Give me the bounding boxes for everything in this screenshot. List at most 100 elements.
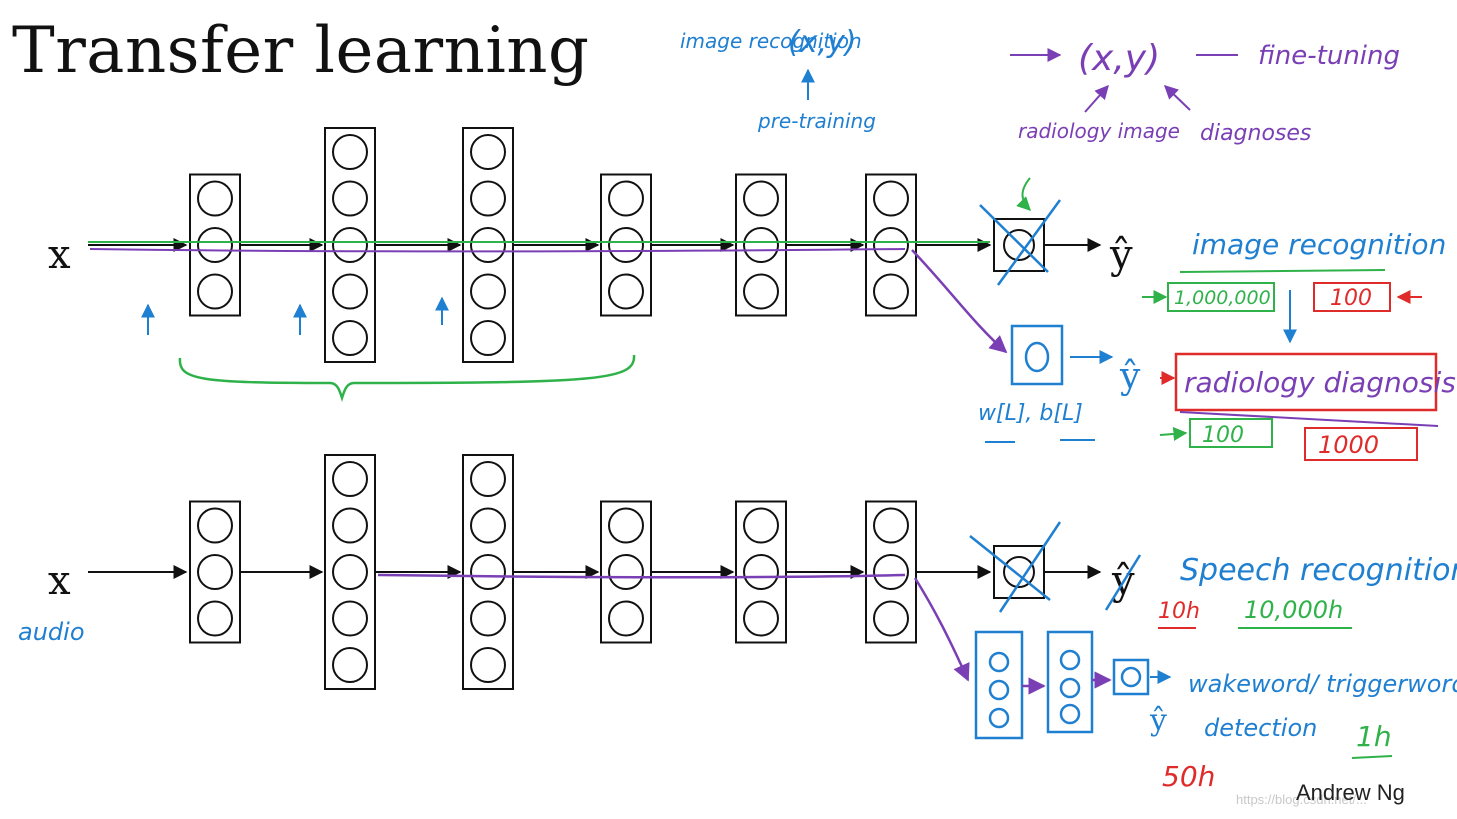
- bottom-neuron: [873, 507, 909, 544]
- top-neuron: [608, 227, 644, 263]
- bottom-layer-2: [324, 454, 376, 690]
- bottom-neuron: [332, 600, 368, 637]
- bottom-neuron: [332, 554, 368, 590]
- bottom-neuron: [332, 507, 368, 544]
- cross-out-stroke: [996, 199, 1062, 286]
- top-layer-6: [865, 173, 917, 317]
- task-a-pair: (x,y): [788, 25, 856, 60]
- image-transfer-panel: image recognition 1,000,000 100 radiolog…: [1142, 228, 1456, 461]
- top-neuron: [873, 227, 909, 263]
- purple-forward-stroke: [377, 573, 906, 579]
- new-branch-arrow: [911, 249, 1008, 354]
- new-layer-box: [974, 630, 1024, 740]
- underline-stroke: [1351, 755, 1393, 759]
- watermark-url: https://blog.csdn.net/...: [1236, 792, 1367, 807]
- target-task-box: [1174, 352, 1438, 412]
- speech-source-task: Speech recognition: [1180, 553, 1457, 588]
- bottom-layer-6: [865, 500, 917, 644]
- bottom-neuron: [743, 554, 779, 590]
- output-node-box-bottom: [993, 545, 1045, 599]
- task-b-x-note: radiology image: [1018, 119, 1180, 143]
- cross-out-stroke: [979, 204, 1049, 273]
- bottom-neuron: [197, 554, 233, 590]
- task-a-stage: pre-training: [757, 109, 876, 133]
- bottom-neuron: [470, 554, 506, 590]
- bottom-neuron: [873, 600, 909, 637]
- top-neuron: [470, 180, 506, 217]
- slide-title: Transfer learning: [12, 14, 590, 88]
- top-neuron: [743, 273, 779, 310]
- network-top: x ŷ: [48, 127, 1141, 443]
- underline-stroke: [1179, 411, 1439, 427]
- speech-target-count: 1h: [1356, 720, 1392, 753]
- task-a-name: image recognition: [680, 29, 862, 53]
- bottom-neuron: [470, 647, 506, 683]
- layer-boxes-top: [189, 127, 917, 363]
- speech-source-small: 10h: [1158, 599, 1200, 624]
- underline-stroke: [1179, 269, 1386, 273]
- cross-out-stroke: [1104, 554, 1142, 611]
- layer-boxes-bottom: [189, 454, 917, 690]
- top-neuron: [873, 180, 909, 217]
- new-output-yhat: ŷ: [1119, 356, 1141, 397]
- output-neuron-bottom: [1003, 556, 1035, 588]
- bottom-neuron: [470, 600, 506, 637]
- bottom-neuron: [197, 507, 233, 544]
- top-neuron: [470, 134, 506, 170]
- top-neuron: [470, 227, 506, 263]
- bottom-neuron: [608, 554, 644, 590]
- top-neuron: [332, 273, 368, 310]
- speech-target-count-alt: 50h: [1162, 760, 1215, 793]
- top-neuron: [197, 273, 233, 310]
- bottom-neuron: [470, 461, 506, 497]
- count-box: [1304, 427, 1418, 461]
- green-brace: [178, 354, 636, 402]
- bottom-neuron: [197, 600, 233, 637]
- bottom-neuron: [608, 507, 644, 544]
- new-output-node-box: [1112, 658, 1150, 696]
- image-target-count: 100: [1202, 423, 1244, 448]
- image-source-count-alt: 100: [1330, 286, 1372, 311]
- bottom-neuron: [332, 647, 368, 683]
- new-branch-arrow: [913, 577, 970, 682]
- new-output-yhat-bottom: ŷ: [1149, 703, 1167, 738]
- green-pointer-arrow: [1016, 177, 1031, 211]
- top-neuron: [332, 320, 368, 356]
- author-name: Andrew Ng: [1296, 780, 1405, 805]
- image-source-task: image recognition: [1192, 228, 1446, 261]
- up-arrow-icon: [1163, 85, 1191, 111]
- input-x-label-top: x: [48, 232, 71, 278]
- up-arrow-icon: [1084, 84, 1109, 113]
- count-box: [1189, 418, 1273, 448]
- speech-transfer-panel: Speech recognition 10h 10,000h wakeword/…: [1158, 553, 1457, 793]
- speech-target-line1: wakeword/ triggerword: [1188, 670, 1457, 698]
- top-neuron: [197, 227, 233, 263]
- new-layer-box: [1046, 630, 1094, 734]
- speech-target-line2: detection: [1204, 714, 1317, 742]
- image-source-count: 1,000,000: [1174, 287, 1271, 309]
- bottom-neuron: [743, 600, 779, 637]
- count-box: [1313, 282, 1391, 312]
- bottom-neuron: [743, 507, 779, 544]
- top-neuron: [608, 180, 644, 217]
- bottom-layer-4: [600, 500, 652, 644]
- bottom-neuron: [332, 461, 368, 497]
- top-layer-5: [735, 173, 787, 317]
- bottom-neuron: [873, 554, 909, 590]
- cross-out-stroke: [969, 535, 1051, 601]
- top-neuron: [197, 180, 233, 217]
- speech-source-count: 10,000h: [1244, 596, 1343, 624]
- image-target-count-alt: 1000: [1318, 431, 1379, 459]
- new-output-neuron: [1024, 341, 1050, 373]
- top-layer-2: [324, 127, 376, 363]
- top-neuron: [470, 273, 506, 310]
- output-yhat-label-top: ŷ: [1109, 232, 1133, 278]
- top-neuron: [608, 273, 644, 310]
- network-bottom: x audio ŷ: [18, 454, 1172, 740]
- task-b-stage: fine-tuning: [1258, 41, 1400, 71]
- top-neuron: [470, 320, 506, 356]
- right-arrow-icon: [1159, 426, 1188, 441]
- bottom-neuron: [608, 600, 644, 637]
